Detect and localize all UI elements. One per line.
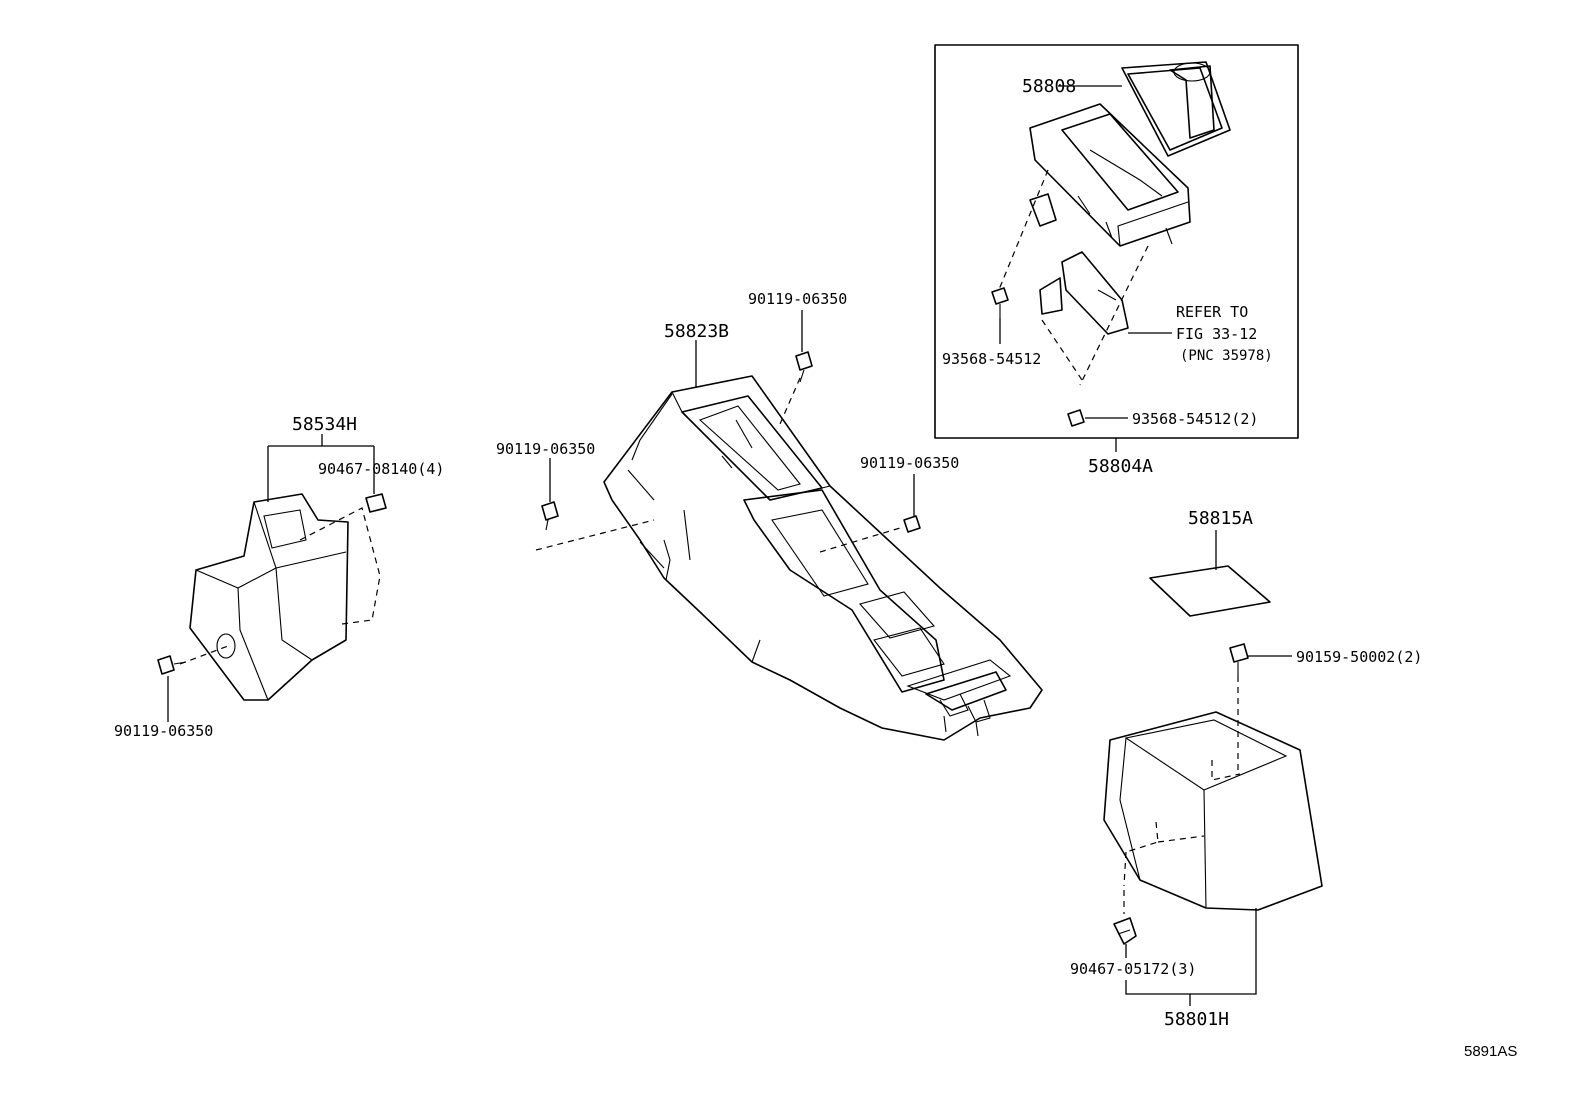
bolt-icon xyxy=(903,515,921,533)
bracket-illustration xyxy=(1029,193,1129,335)
bolt-icon xyxy=(541,501,559,531)
shift-plate-58808-illustration xyxy=(1121,61,1231,157)
console-cover-58534h-illustration xyxy=(189,493,349,701)
figure-code: 5891AS xyxy=(1464,1043,1517,1060)
bolt-label-left-bottom: 90119-06350 xyxy=(114,722,213,740)
refer-note-line-2: FIG 33-12 xyxy=(1176,325,1257,343)
center-console-58823b-illustration xyxy=(603,375,1043,741)
part-number-58801h: 58801H xyxy=(1164,1009,1229,1030)
bolt-label-top-center: 90119-06350 xyxy=(748,290,847,308)
part-number-58823b: 58823B xyxy=(664,321,729,342)
bolt-icon xyxy=(157,655,187,675)
bolt-icon xyxy=(795,351,813,383)
bolt-icon xyxy=(991,287,1009,318)
mat-58815a-illustration xyxy=(1149,565,1271,617)
bolt-icon xyxy=(1229,643,1249,676)
bolt-label-right-center: 90119-06350 xyxy=(860,454,959,472)
bolt-label-left-center: 90119-06350 xyxy=(496,440,595,458)
part-number-58534h: 58534H xyxy=(292,414,357,435)
console-box-58801h-illustration xyxy=(1103,711,1323,911)
refer-note-line-3: (PNC 35978) xyxy=(1180,348,1273,364)
bolt-label-90159-50002: 90159-50002(2) xyxy=(1296,648,1422,666)
part-number-58815a: 58815A xyxy=(1188,508,1253,529)
bolt-label-93568-54512-2: 93568-54512(2) xyxy=(1132,410,1258,428)
clip-label-90467-08140: 90467-08140(4) xyxy=(318,460,444,478)
clip-icon xyxy=(365,493,387,513)
shift-housing-illustration xyxy=(1029,103,1191,247)
bolt-icon xyxy=(1067,409,1085,427)
clip-icon xyxy=(1113,917,1137,945)
part-number-58808: 58808 xyxy=(1022,76,1076,97)
part-number-58804a: 58804A xyxy=(1088,456,1153,477)
refer-note-line-1: REFER TO xyxy=(1176,303,1248,321)
clip-label-90467-05172: 90467-05172(3) xyxy=(1070,960,1196,978)
bolt-label-93568-54512: 93568-54512 xyxy=(942,350,1041,368)
